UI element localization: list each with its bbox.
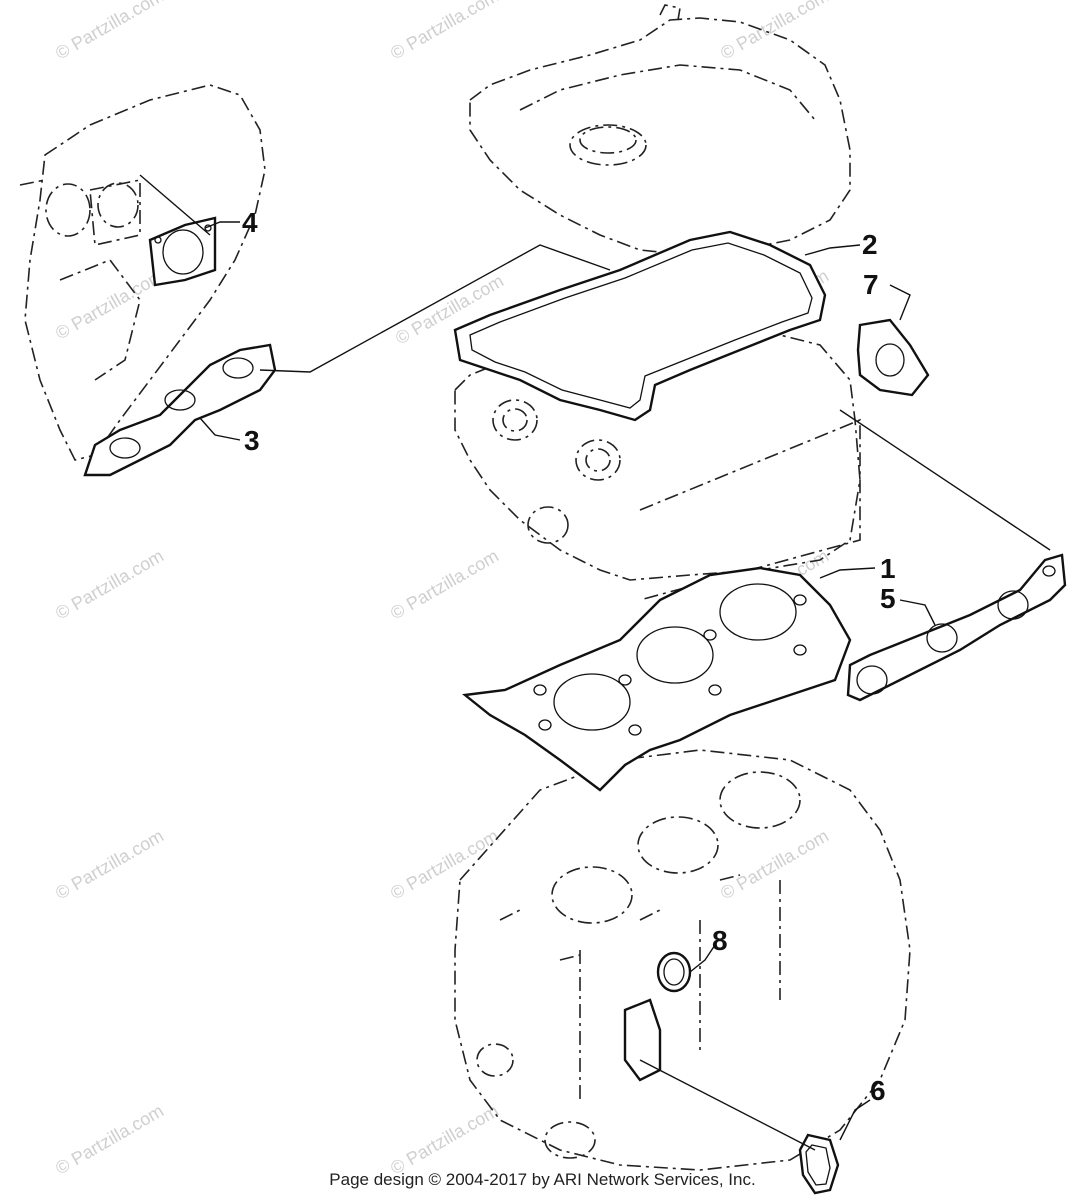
callout-4: 4: [242, 207, 258, 238]
watermark: © Partzilla.com: [52, 545, 167, 623]
callout-5: 5: [880, 583, 896, 614]
callout-labels: 1 2 3 4 5 6 7 8: [242, 207, 896, 1106]
callout-1: 1: [880, 553, 896, 584]
callout-3: 3: [244, 425, 260, 456]
watermark: © Partzilla.com: [52, 1100, 167, 1178]
intake-gasket-part-3: [83, 343, 277, 477]
watermark: © Partzilla.com: [52, 265, 167, 343]
exhaust-gasket-part-5: [846, 553, 1067, 702]
oval-seal-part-6: [623, 998, 840, 1195]
cover-gasket-part-2: [453, 230, 827, 422]
callout-7: 7: [863, 269, 879, 300]
watermark: © Partzilla.com: [52, 825, 167, 903]
watermark: © Partzilla.com: [387, 545, 502, 623]
watermark: © Partzilla.com: [387, 825, 502, 903]
engine-block-outline: [454, 749, 911, 1171]
o-ring-part-8: [656, 951, 692, 993]
throttle-gasket-part-4: [148, 216, 217, 287]
intake-manifold-outline: [19, 84, 266, 461]
callout-8: 8: [712, 925, 728, 956]
flange-gasket-part-7: [856, 318, 930, 397]
watermark: © Partzilla.com: [717, 0, 832, 63]
head-gasket-part-1: [462, 566, 852, 792]
callout-2: 2: [862, 229, 878, 260]
callout-6: 6: [870, 1075, 886, 1106]
watermark: © Partzilla.com: [52, 0, 167, 63]
watermark: © Partzilla.com: [717, 825, 832, 903]
watermark: © Partzilla.com: [387, 0, 502, 63]
watermark: © Partzilla.com: [387, 1100, 502, 1178]
cam-cover-outline: [469, 4, 851, 256]
leader-lines: [139, 174, 1051, 1151]
footer-copyright: Page design © 2004-2017 by ARI Network S…: [329, 1170, 756, 1189]
